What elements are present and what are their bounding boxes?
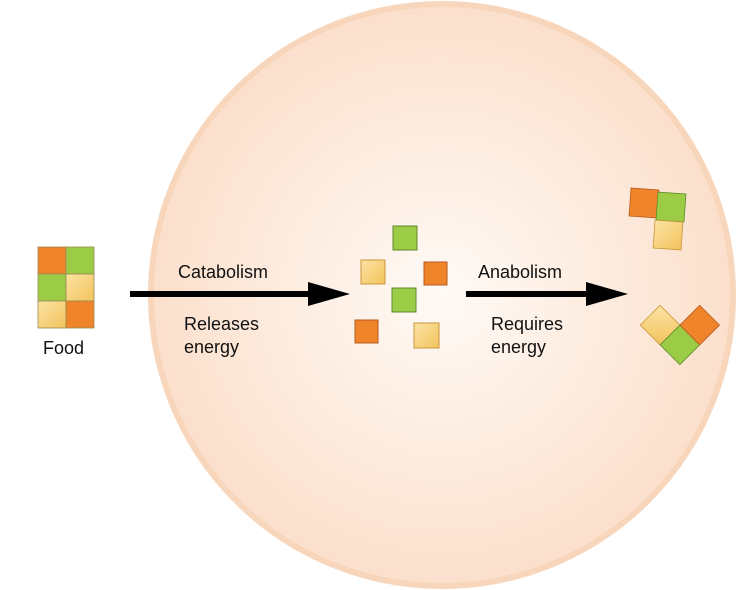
built-molecule-1 <box>628 187 687 251</box>
anabolism-arrow <box>466 282 628 306</box>
food-block <box>37 246 95 329</box>
food-label: Food <box>43 338 85 358</box>
anabolism-label: Anabolism <box>478 262 563 282</box>
catabolism-note-line2: energy <box>184 337 240 357</box>
anabolism-note-line2: energy <box>491 337 547 357</box>
small-molecules <box>354 225 448 349</box>
anabolism-note-line1: Requires <box>491 314 564 334</box>
built-molecule-2 <box>639 304 721 366</box>
catabolism-label: Catabolism <box>178 262 269 282</box>
catabolism-note-line1: Releases <box>184 314 260 334</box>
catabolism-arrow <box>130 282 350 306</box>
